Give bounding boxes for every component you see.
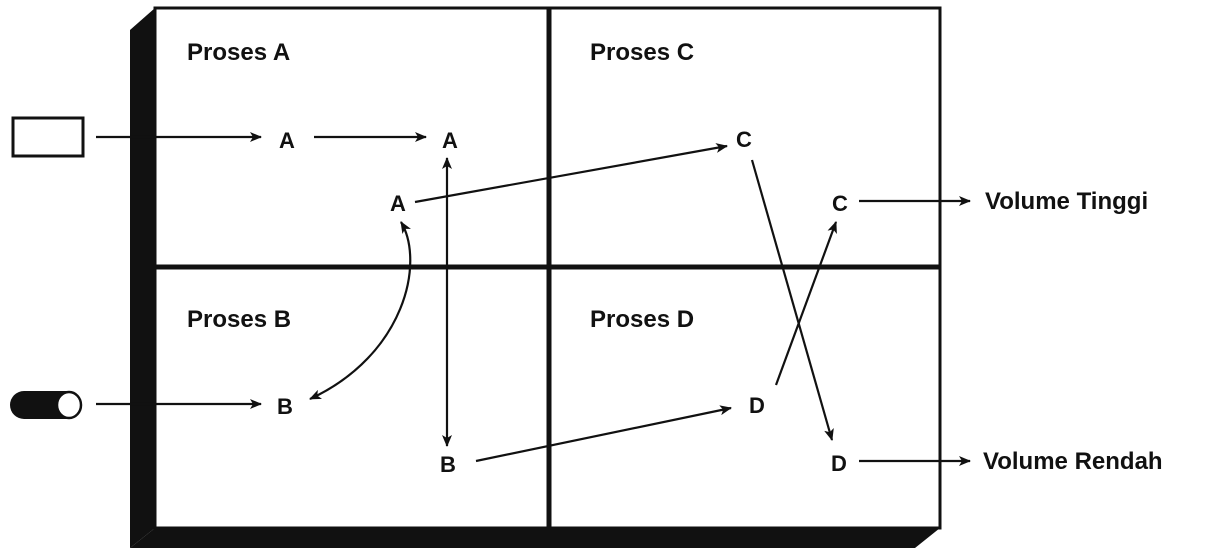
node-d2: D bbox=[831, 451, 847, 476]
node-c1: C bbox=[736, 127, 752, 152]
node-a3: A bbox=[390, 191, 406, 216]
flow-arrow-a3-b1-bidirectional bbox=[309, 221, 412, 400]
output-label-volume-tinggi: Volume Tinggi bbox=[985, 188, 1148, 215]
flow-arrow-d1-to-c2 bbox=[774, 221, 838, 386]
rectangle-part-icon bbox=[11, 116, 85, 158]
node-a2: A bbox=[442, 128, 458, 153]
cylinder-part-icon bbox=[10, 390, 83, 420]
quadrant-title-proses-a: Proses A bbox=[187, 39, 290, 66]
box-bottom-side bbox=[130, 528, 940, 548]
node-d1: D bbox=[749, 393, 765, 418]
flow-arrow-c1-to-d2 bbox=[750, 159, 834, 441]
output-label-volume-rendah: Volume Rendah bbox=[983, 448, 1163, 475]
quadrant-title-proses-c: Proses C bbox=[590, 39, 694, 66]
box-left-side bbox=[130, 8, 155, 548]
flow-arrow-a3-to-c1 bbox=[414, 143, 728, 204]
node-b2: B bbox=[440, 452, 456, 477]
node-b1: B bbox=[277, 394, 293, 419]
quadrant-title-proses-b: Proses B bbox=[187, 306, 291, 333]
flow-arrow-b2-to-d1 bbox=[475, 405, 732, 463]
quadrant-title-proses-d: Proses D bbox=[590, 306, 694, 333]
node-a1: A bbox=[279, 128, 295, 153]
node-c2: C bbox=[832, 191, 848, 216]
